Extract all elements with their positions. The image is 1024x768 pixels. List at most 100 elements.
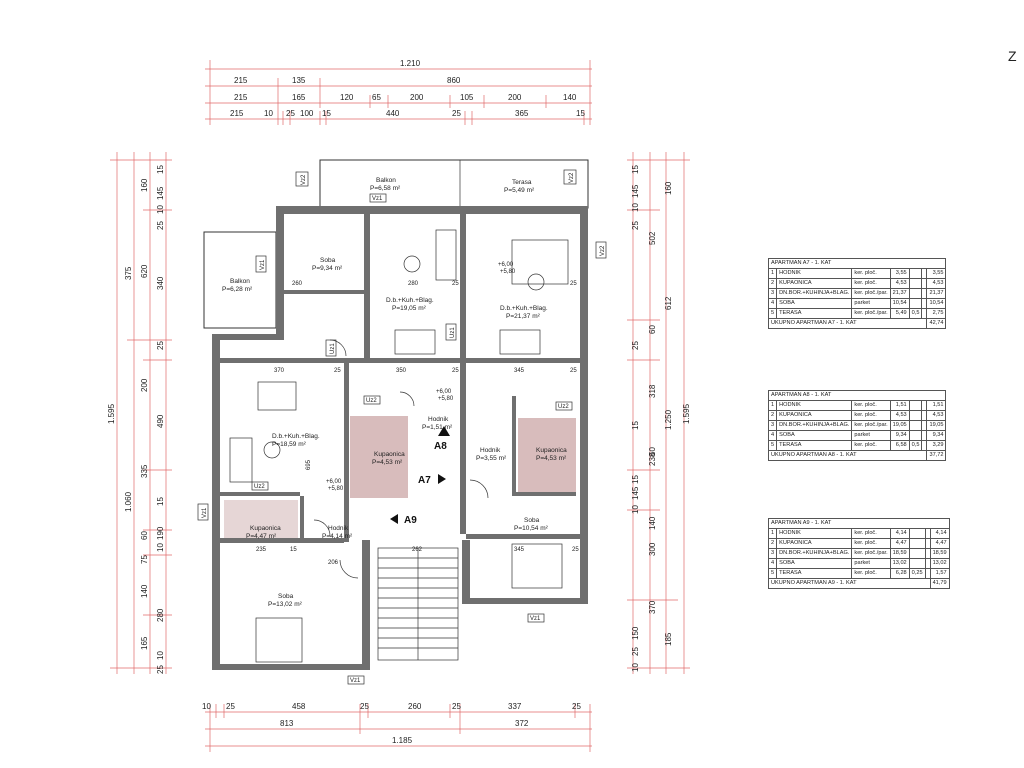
dim-top-3h: 140 (563, 93, 577, 102)
level-mark: +5,80 (328, 486, 344, 492)
room-name: Balkon (376, 177, 396, 184)
dim-top-4e: 15 (322, 109, 331, 118)
dim-right-in-7: 300 (648, 542, 657, 556)
dim-left-in-8: 165 (140, 636, 149, 650)
dim-top-4h: 365 (515, 109, 529, 118)
dim-top-4i: 15 (576, 109, 585, 118)
tag-vz1: Vz1 (530, 616, 541, 622)
inner-dim: 345 (514, 368, 525, 374)
table-title: APARTMAN A8 - 1. KAT (767, 390, 947, 401)
inner-dim: 695 (306, 459, 312, 470)
dim-top-3f: 105 (460, 93, 474, 102)
room-name: Terasa (512, 179, 532, 186)
dim-top-3a: 215 (234, 93, 248, 102)
dim-bottom-1d: 25 (360, 702, 369, 711)
dim-bottom-1h: 25 (572, 702, 581, 711)
corner-label: Z (1008, 48, 1017, 64)
dim-left-in-4: 335 (140, 464, 149, 478)
room-name: D.b.+Kuh.+Blag. (272, 433, 320, 440)
dim-right-in-2: 60 (648, 325, 657, 334)
room-area: P=5,49 m² (504, 187, 535, 194)
room-area: P=4,14 m² (322, 533, 353, 540)
dim-right-mid-b: 612 (664, 296, 673, 310)
inner-dim: 25 (334, 368, 341, 374)
dim-right-x-7: 15 (631, 475, 640, 484)
staircase (377, 547, 459, 661)
dim-left-x-13: 25 (156, 665, 165, 674)
dim-left-mid-b: 1.060 (124, 491, 133, 512)
inner-dim: 15 (290, 547, 297, 553)
furniture (229, 229, 569, 663)
dim-left-x-4: 25 (156, 221, 165, 230)
inner-dim: 262 (412, 547, 423, 553)
room-name: D.b.+Kuh.+Blag. (386, 297, 434, 304)
room-name: Hodnik (480, 447, 501, 454)
dim-top-2a: 215 (234, 76, 248, 85)
inner-dim: 25 (452, 281, 459, 287)
room-name: Kupaonica (250, 525, 281, 532)
inner-dim: 25 (572, 547, 579, 553)
room-area: P=21,37 m² (506, 313, 541, 320)
dim-right-in-8: 370 (648, 600, 657, 614)
dim-right-x-9: 10 (631, 505, 640, 514)
apartment-label-a9: A9 (404, 515, 417, 526)
apartment-label-a7: A7 (418, 475, 431, 486)
room-area: P=9,34 m² (312, 265, 343, 272)
dim-right-in-3: 318 (648, 384, 657, 398)
dim-left-in-3: 200 (140, 378, 149, 392)
room-area: P=6,58 m² (370, 185, 401, 192)
dim-bottom-1a: 10 (202, 702, 211, 711)
dim-top-2c: 860 (447, 76, 461, 85)
tag-vz1: Vz1 (372, 196, 383, 202)
dim-bottom-2b: 372 (515, 719, 529, 728)
level-mark: +5,80 (438, 396, 454, 402)
dim-left-x-12: 10 (156, 651, 165, 660)
dim-top-3c: 120 (340, 93, 354, 102)
dim-left-x-1: 15 (156, 165, 165, 174)
room-area: P=4,53 m² (372, 459, 403, 466)
door-swings (313, 339, 489, 579)
table-title: APARTMAN A9 - 1. KAT (768, 518, 950, 529)
level-mark: +6,00 (326, 479, 342, 485)
tag-vz2: Vz2 (600, 245, 606, 256)
room-area: P=4,47 m² (246, 533, 277, 540)
dim-right-x-10: 150 (631, 626, 640, 640)
inner-dim: 25 (570, 368, 577, 374)
inner-dimensions: 260 280 25 25 370 25 350 25 345 25 235 1… (256, 281, 579, 566)
room-name: Kupaonica (374, 451, 405, 458)
dim-left-in-1: 160 (140, 178, 149, 192)
dim-bottom-1c: 458 (292, 702, 306, 711)
dim-right-x-1: 15 (631, 165, 640, 174)
dim-right-x-3: 10 (631, 203, 640, 212)
apartment-markers: A8 A7 A9 (390, 426, 450, 526)
inner-dim: 25 (452, 368, 459, 374)
dim-left-in-2: 620 (140, 264, 149, 278)
dim-top-4c: 25 (286, 109, 295, 118)
dim-left-x-5: 340 (156, 276, 165, 290)
room-area: P=3,55 m² (476, 455, 507, 462)
inner-dim: 350 (396, 368, 407, 374)
room-area: P=1,51 m² (422, 424, 453, 431)
dim-right-x-8: 145 (631, 486, 640, 500)
dim-top-3e: 200 (410, 93, 424, 102)
inner-dim: 260 (292, 281, 303, 287)
dim-top-3b: 165 (292, 93, 306, 102)
room-area: P=19,05 m² (392, 305, 427, 312)
inner-dim: 25 (570, 281, 577, 287)
dim-right-mid-a: 160 (664, 181, 673, 195)
dim-top-1: 1.210 (400, 59, 421, 68)
dim-right-x-6: 15 (631, 421, 640, 430)
dim-bottom-1g: 337 (508, 702, 522, 711)
table-title: APARTMAN A7 - 1. KAT (767, 258, 947, 269)
inner-dim: 345 (514, 547, 525, 553)
room-area: P=6,28 m² (222, 286, 253, 293)
